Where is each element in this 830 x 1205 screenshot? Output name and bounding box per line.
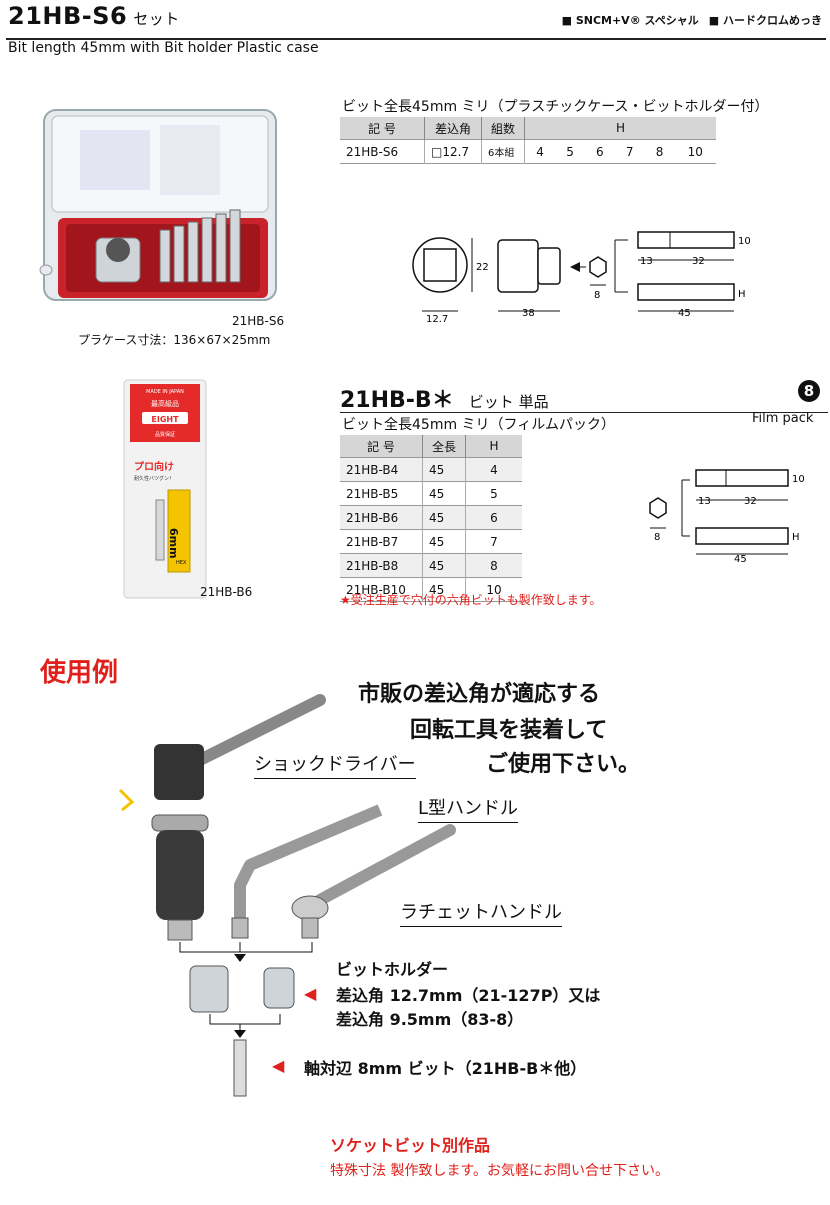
- pkg-made-in: MADE IN JAPAN: [146, 389, 184, 395]
- usage-message-1: 市販の差込角が適応する: [358, 682, 601, 707]
- bit-note: ★受注生産で穴付の六角ビットも製作致します。: [340, 593, 602, 607]
- dim-8: 8: [594, 290, 600, 301]
- bit-dimension-drawing: 8 13 32 10 H 45: [649, 469, 805, 565]
- bit-section-subtitle: ビット 単品: [468, 393, 549, 411]
- set-photo-caption: 21HB-S6: [232, 314, 285, 328]
- bit-dim-32: 32: [744, 496, 757, 507]
- set-table-title: ビット全長45mm ミリ（プラスチックケース・ビットホルダー付）: [342, 99, 769, 115]
- dim-h: H: [738, 289, 746, 300]
- label-ratchet-handle: ラチェットハンドル: [400, 898, 562, 927]
- pkg-pro-sub: 耐久性バツグン！: [134, 475, 174, 482]
- pack-badge: 8: [798, 380, 820, 402]
- pointer-arrow-icon: ◀: [272, 1056, 285, 1075]
- feature-tags: ■ SNCM+V® スペシャル ■ ハードクロムめっき: [552, 12, 822, 28]
- pkg-brand: EIGHT: [151, 415, 179, 424]
- bit-section-title: 21HB-B＊: [340, 388, 454, 413]
- dim-38: 38: [522, 308, 535, 319]
- bit-section-header: 21HB-B＊ ビット 単品: [340, 382, 828, 413]
- pointer-arrow-icon: ◀: [304, 984, 317, 1003]
- usage-message-3: ご使用下さい。: [486, 752, 641, 777]
- header-rule: [6, 38, 826, 40]
- bit-table-title: ビット全長45mm ミリ（フィルムパック）: [342, 417, 615, 433]
- usage-message-2: 回転工具を装着して: [410, 718, 608, 743]
- holder-line-1: 差込角 12.7mm（21-127P）又は: [336, 986, 601, 1005]
- label-l-handle: L型ハンドル: [418, 794, 519, 823]
- table-header-row: 記 号 全長 H: [340, 435, 522, 458]
- footer-text: 特殊寸法 製作致します。お気軽にお問い合せ下さい。: [330, 1163, 670, 1179]
- table-row: 21HB-S6 □12.7 6本組 4 5 6 7 8 10: [340, 139, 716, 164]
- bit-dim-45: 45: [734, 554, 747, 565]
- usage-heading: 使用例: [40, 658, 119, 688]
- dim-32: 32: [692, 256, 705, 267]
- tag-chrome: ■ ハードクロムめっき: [708, 14, 822, 27]
- dim-12-7: 12.7: [426, 314, 448, 325]
- socket-bit-dimension-drawing: 22 12.7 38 8 13 32 10 H 45: [412, 231, 751, 325]
- tools-illustration: [118, 694, 456, 1097]
- footer-title: ソケットビット別作品: [330, 1136, 491, 1155]
- pack-label: Film pack: [752, 411, 814, 426]
- subtitle: Bit length 45mm with Bit holder Plastic …: [8, 40, 319, 56]
- bit-dim-10: 10: [792, 474, 805, 485]
- set-case-photo: [39, 109, 277, 301]
- dim-22: 22: [476, 262, 489, 273]
- holder-title: ビットホルダー: [336, 960, 449, 979]
- holder-line-2: 差込角 9.5mm（83-8）: [336, 1010, 524, 1029]
- bit-dim-8: 8: [654, 532, 660, 543]
- case-size-text: プラケース寸法：136×67×25mm: [78, 333, 271, 347]
- bit-package-photo: MADE IN JAPAN 最高級品 EIGHT 品質保証 プロ向け 耐久性バツ…: [123, 379, 207, 599]
- pkg-pro: プロ向け: [134, 460, 174, 473]
- dim-45: 45: [678, 308, 691, 319]
- bit-line: 軸対辺 8mm ビット（21HB-B＊他）: [304, 1059, 587, 1078]
- bit-dim-h: H: [792, 532, 800, 543]
- pkg-size: 6mm: [167, 528, 180, 559]
- pkg-guarantee: 品質保証: [155, 431, 175, 438]
- pkg-hex: HEX: [176, 560, 187, 566]
- dim-10: 10: [738, 236, 751, 247]
- pkg-grade: 最高級品: [151, 399, 179, 408]
- set-spec-table: 記 号 差込角 組数 H 21HB-S6 □12.7 6本組 4 5 6 7 8…: [340, 117, 716, 164]
- label-shock-driver: ショックドライバー: [254, 750, 416, 779]
- tag-sncm: ■ SNCM+V® スペシャル: [561, 14, 699, 27]
- bit-photo-caption: 21HB-B6: [200, 585, 253, 599]
- bit-dim-13: 13: [698, 496, 711, 507]
- table-header-row: 記 号 差込角 組数 H: [340, 117, 716, 140]
- dim-13: 13: [640, 256, 653, 267]
